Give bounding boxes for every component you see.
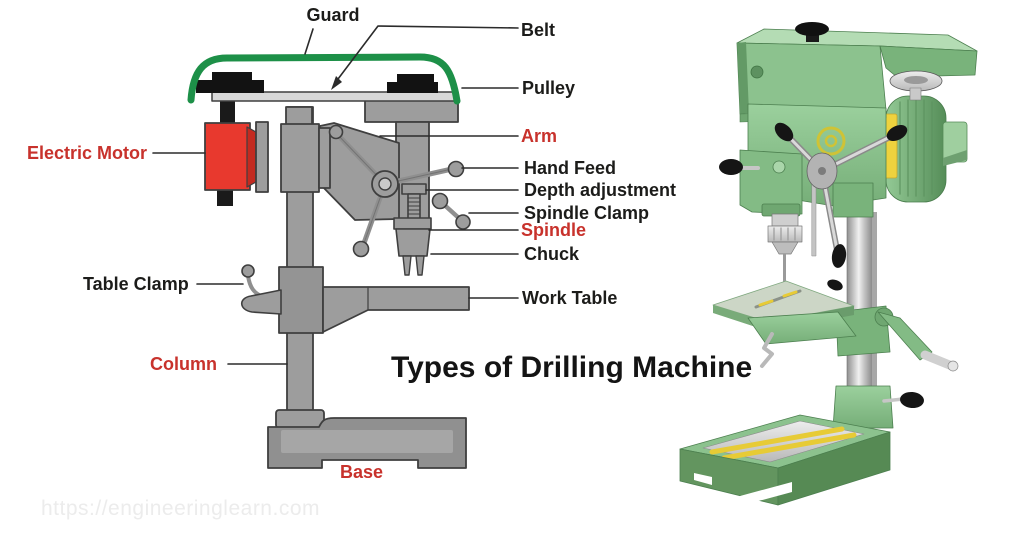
- depth-adjustment-screw: [401, 183, 427, 224]
- photo-top-knob: [795, 22, 829, 42]
- pulley-right: [387, 74, 438, 93]
- label-belt: Belt: [521, 20, 556, 40]
- pulley-left: [196, 72, 264, 93]
- label-depth-adjustment: Depth adjustment: [524, 180, 677, 200]
- watermark-url: https://engineeringlearn.com: [41, 497, 320, 520]
- chuck-shape: [395, 228, 431, 257]
- label-spindle-clamp: Spindle Clamp: [524, 203, 650, 223]
- label-base: Base: [340, 462, 384, 482]
- leader-belt-arrowhead: [331, 76, 342, 90]
- drill-bit-prongs: [402, 255, 425, 276]
- label-spindle: Spindle: [521, 220, 587, 240]
- spindle-collar: [393, 217, 432, 230]
- belt-plate: [211, 91, 459, 102]
- base-shape: [267, 417, 467, 469]
- motor-shaft-bottom: [217, 190, 233, 206]
- leader-lines: [152, 25, 519, 365]
- label-pulley: Pulley: [522, 78, 576, 98]
- leader-guard: [304, 28, 314, 55]
- spindle-clamp-lever: [431, 192, 471, 230]
- page-title: Types of Drilling Machine: [391, 351, 753, 384]
- label-electric-motor: Electric Motor: [27, 143, 148, 163]
- base-collar: [275, 409, 325, 429]
- label-table-clamp: Table Clamp: [83, 274, 189, 294]
- label-column: Column: [150, 354, 217, 374]
- photo-motor: [885, 95, 968, 203]
- photo-hand-wheel: [774, 122, 908, 268]
- schematic-drill-diagram: [152, 25, 519, 469]
- electric-motor-block: [204, 122, 257, 191]
- photo-chuck: [767, 181, 817, 298]
- head-top-block: [364, 99, 459, 123]
- pillar-drill-photo: [679, 22, 978, 506]
- motor-coupling: [255, 121, 331, 193]
- leader-belt: [334, 25, 519, 84]
- photo-pulley-disc: [889, 70, 943, 101]
- label-guard: Guard: [306, 5, 360, 25]
- motor-shaft-top: [220, 101, 235, 123]
- photo-brand-emblem: [816, 126, 846, 156]
- hand-feed-wheel: [328, 124, 465, 258]
- label-hand-feed: Hand Feed: [524, 158, 617, 178]
- label-arm: Arm: [521, 126, 558, 146]
- photo-work-table: [712, 279, 959, 372]
- table-clamp-assembly: [240, 264, 324, 334]
- label-chuck: Chuck: [524, 244, 580, 264]
- photo-quill-clamp-knob: [719, 159, 760, 175]
- label-work-table: Work Table: [522, 288, 618, 308]
- guard-shape: [187, 53, 461, 105]
- photo-column: [846, 189, 877, 396]
- photo-column-clamp: [832, 385, 924, 429]
- photo-base: [679, 414, 891, 506]
- work-table-arm: [322, 286, 470, 333]
